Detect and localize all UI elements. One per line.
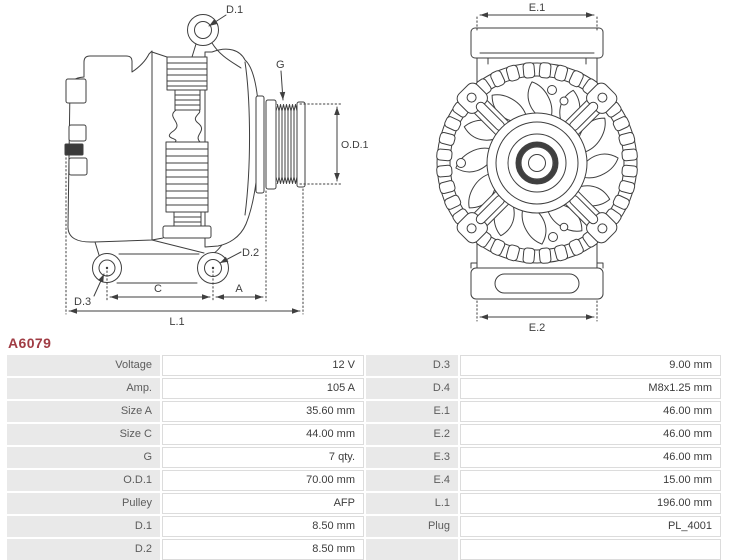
top-lug-hole — [194, 21, 212, 39]
dim-label-d3: D.3 — [74, 296, 91, 308]
alternator-technical-drawing: D.1 G O.D.1 D.3 D.2 C A L.1 — [64, 2, 639, 334]
shaft-profile — [168, 109, 203, 143]
spec-label: E.4 — [366, 470, 458, 491]
vent-hole — [559, 96, 569, 106]
spec-label: D.2 — [7, 539, 160, 560]
spec-value: 46.00 mm — [460, 447, 721, 468]
bottom-bracket-slot — [494, 273, 580, 294]
spec-value: 46.00 mm — [460, 424, 721, 445]
dim-label-d1: D.1 — [226, 4, 243, 16]
vent-hole — [548, 232, 558, 242]
part-number: A6079 — [8, 335, 52, 351]
front-view-diagram: E.1 E.2 — [435, 2, 639, 334]
top-bracket — [470, 27, 604, 59]
dim-label-e2: E.2 — [529, 322, 546, 334]
pulley-grooves-top — [275, 104, 298, 112]
spec-label: Size C — [7, 424, 160, 445]
rear-housing-curve — [244, 61, 251, 216]
side-view-diagram: D.1 G O.D.1 D.3 D.2 C A L.1 — [64, 4, 369, 328]
spec-value: 12 V — [162, 355, 364, 376]
spec-value: AFP — [162, 493, 364, 514]
spec-label: Voltage — [7, 355, 160, 376]
spec-label: D.3 — [366, 355, 458, 376]
dim-label-d2: D.2 — [242, 247, 259, 259]
spec-label: Plug — [366, 516, 458, 537]
spec-label: Amp. — [7, 378, 160, 399]
spec-value: 7 qty. — [162, 447, 364, 468]
spec-label: D.1 — [7, 516, 160, 537]
terminal-block — [68, 124, 87, 142]
spec-value: 35.60 mm — [162, 401, 364, 422]
leader-d1 — [208, 14, 227, 27]
spec-value: 70.00 mm — [162, 470, 364, 491]
dim-label-e1: E.1 — [529, 2, 546, 14]
spec-value: 8.50 mm — [162, 516, 364, 537]
terminal-block — [68, 157, 88, 176]
body-inner-circle — [449, 75, 625, 251]
spec-value: 44.00 mm — [162, 424, 364, 445]
dim-label-a: A — [235, 283, 243, 295]
terminal-block — [65, 78, 87, 104]
spec-label: O.D.1 — [7, 470, 160, 491]
spec-label: Pulley — [7, 493, 160, 514]
spec-value: M8x1.25 mm — [460, 378, 721, 399]
spec-label: D.4 — [366, 378, 458, 399]
spec-label: E.2 — [366, 424, 458, 445]
spec-value: 8.50 mm — [162, 539, 364, 560]
stator-stack-top — [166, 56, 208, 91]
spec-value — [460, 539, 721, 560]
spec-value: 196.00 mm — [460, 493, 721, 514]
vent-hole — [559, 222, 569, 232]
pulley-flange-left — [265, 99, 277, 190]
spec-value: 46.00 mm — [460, 401, 721, 422]
spec-value: 9.00 mm — [460, 355, 721, 376]
dim-label-od1: O.D.1 — [341, 139, 369, 151]
pulley-flange-right — [296, 101, 306, 188]
leader-d3 — [93, 273, 105, 297]
leader-d2 — [219, 251, 242, 264]
spec-label — [366, 539, 458, 560]
spec-label: E.3 — [366, 447, 458, 468]
spec-value: PL_4001 — [460, 516, 721, 537]
spec-value: 15.00 mm — [460, 470, 721, 491]
spec-value: 105 A — [162, 378, 364, 399]
rear-housing — [204, 48, 260, 248]
dim-label-c: C — [154, 283, 162, 295]
dim-label-l1: L.1 — [169, 316, 184, 328]
splined-shaft-ring — [516, 142, 558, 184]
vent-hole — [456, 158, 466, 168]
threaded-stud — [64, 143, 84, 156]
leader-g — [279, 70, 286, 101]
spec-label: G — [7, 447, 160, 468]
vent-hole — [547, 85, 557, 95]
pulley-grooves-bottom — [275, 176, 298, 184]
spec-label: Size A — [7, 401, 160, 422]
dim-label-g: G — [276, 59, 285, 71]
spec-label: L.1 — [366, 493, 458, 514]
spec-table: Voltage 12 V D.3 9.00 mm Amp. 105 A D.4 … — [7, 355, 723, 560]
spec-label: E.1 — [366, 401, 458, 422]
shaft-center-hole — [528, 154, 546, 172]
